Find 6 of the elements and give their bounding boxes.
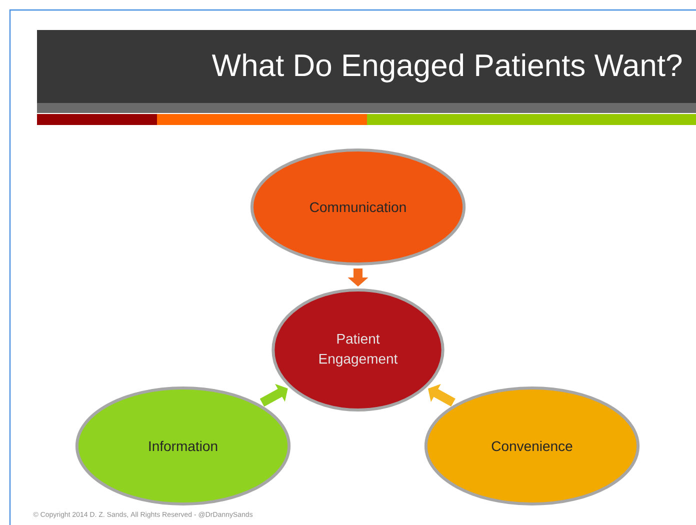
ellipse-node: Communication xyxy=(250,148,466,266)
title: What Do Engaged Patients Want? xyxy=(212,54,682,82)
ellipse-node: Patient Engagement xyxy=(272,288,444,412)
block-arrow xyxy=(260,384,288,407)
ellipse-node: Convenience xyxy=(424,386,640,506)
ellipse-node: Information xyxy=(75,386,291,506)
